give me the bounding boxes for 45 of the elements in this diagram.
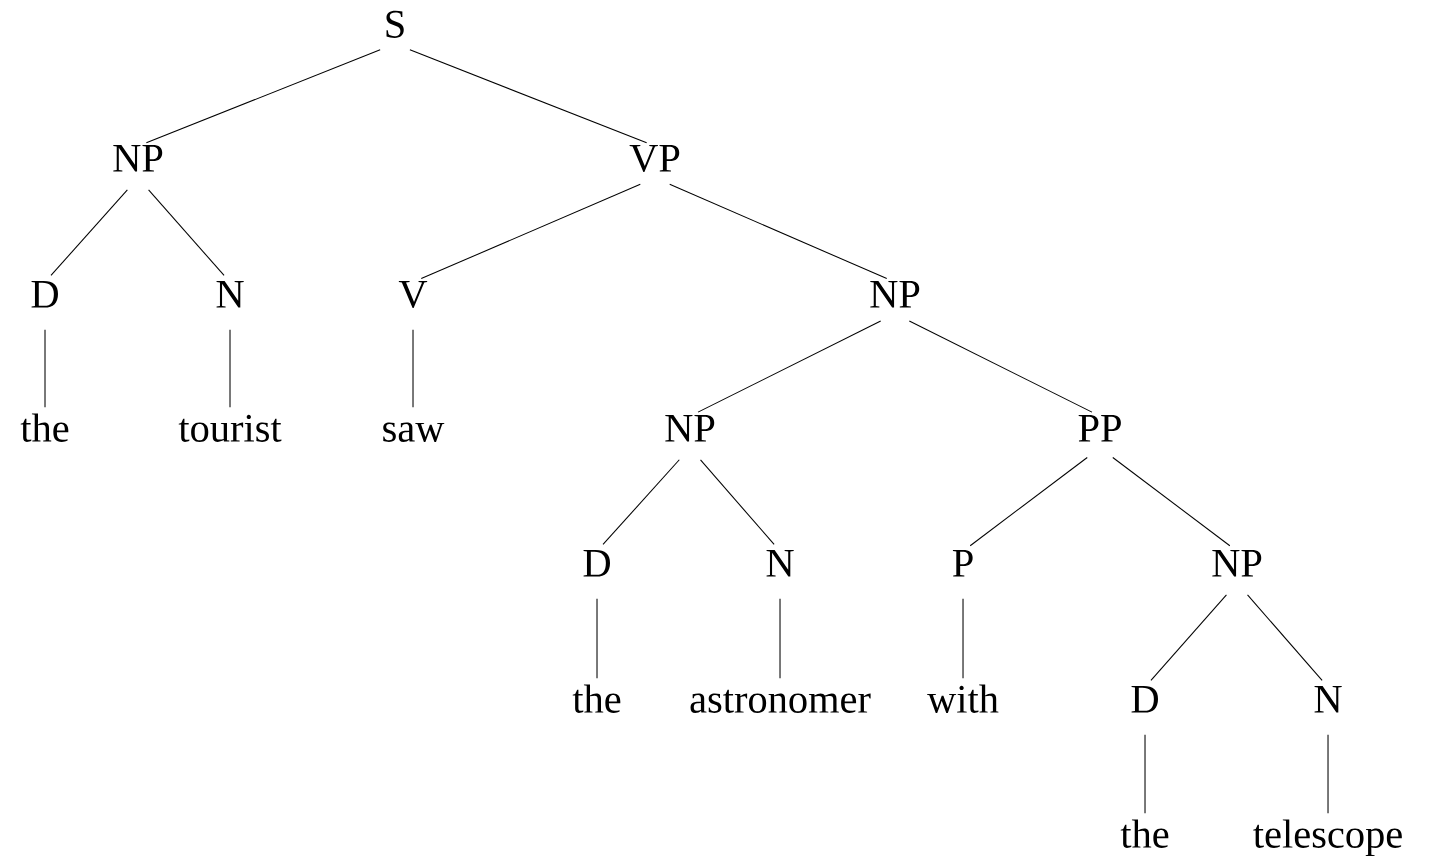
- branch-line: [962, 598, 964, 679]
- tree-label: NP: [665, 415, 715, 442]
- branch-line: [596, 598, 598, 679]
- branch-line: [1112, 456, 1231, 547]
- branch-line: [669, 183, 888, 280]
- branch-line: [145, 49, 381, 144]
- branch-line: [44, 329, 46, 408]
- branch-line: [602, 459, 680, 545]
- tree-label: with: [927, 684, 999, 713]
- branch-line: [908, 320, 1093, 413]
- tree-label: S: [386, 10, 404, 38]
- branch-line: [1150, 594, 1227, 681]
- branch-line: [697, 320, 882, 413]
- tree-label: astronomer: [690, 689, 871, 713]
- branch-line: [229, 329, 231, 408]
- branch-line: [412, 329, 414, 408]
- tree-label: D: [583, 550, 610, 577]
- tree-label: NP: [1212, 550, 1262, 577]
- branch-line: [700, 459, 775, 545]
- branch-line: [1327, 734, 1329, 814]
- tree-label: D: [31, 281, 58, 308]
- tree-label: NP: [870, 281, 920, 308]
- tree-label: V: [398, 281, 428, 309]
- branch-line: [779, 598, 781, 679]
- tree-label: P: [952, 550, 973, 577]
- tree-label: N: [1314, 686, 1342, 713]
- tree-label: the: [1120, 819, 1169, 848]
- branch-line: [1144, 734, 1146, 814]
- branch-line: [409, 49, 648, 144]
- tree-label: N: [216, 281, 244, 308]
- branch-line: [148, 189, 225, 276]
- branch-line: [969, 456, 1088, 547]
- branch-line: [1247, 594, 1323, 681]
- branch-line: [50, 189, 128, 276]
- tree-label: NP: [113, 145, 163, 172]
- tree-label: saw: [383, 422, 445, 442]
- tree-label: the: [572, 684, 621, 713]
- tree-label: D: [1131, 686, 1158, 713]
- tree-label: PP: [1078, 415, 1121, 442]
- tree-label: VP: [629, 145, 680, 173]
- branch-line: [420, 183, 641, 280]
- tree-label: the: [20, 413, 69, 442]
- tree-label: telescope: [1253, 819, 1402, 857]
- tree-label: N: [766, 550, 794, 577]
- tree-label: tourist: [178, 414, 282, 442]
